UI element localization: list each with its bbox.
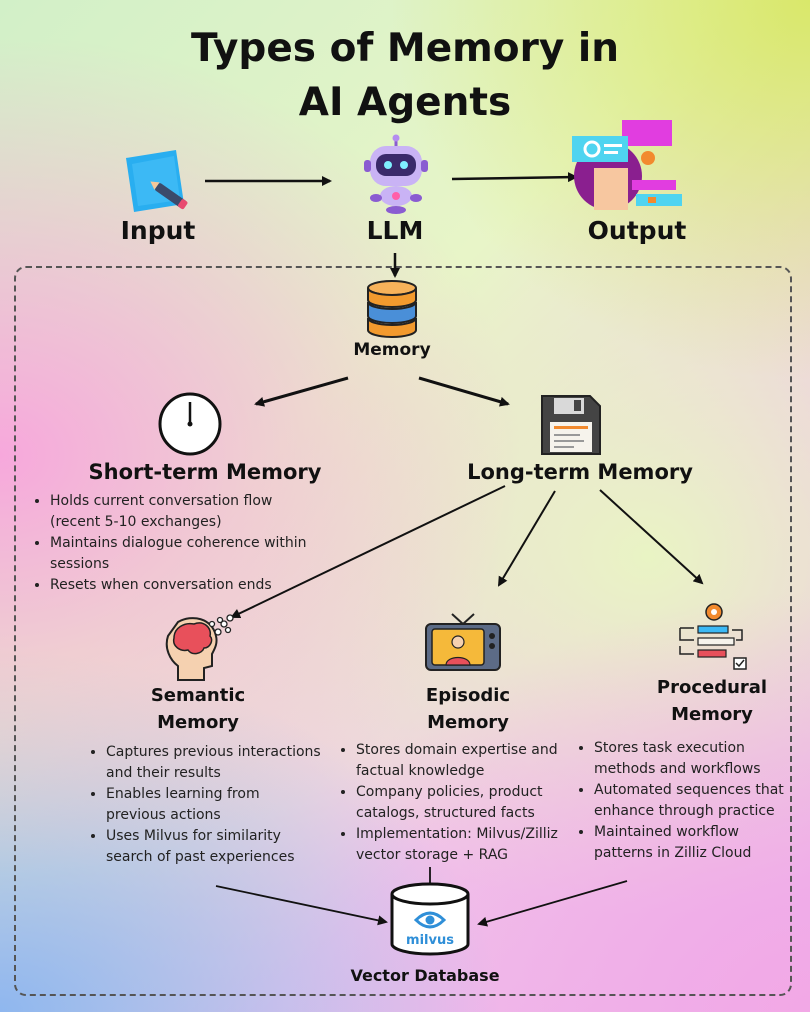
workflow-gear-icon xyxy=(679,603,747,670)
arrow-procedural-to-vector-db xyxy=(477,880,628,927)
semantic-memory-title: Semantic Memory xyxy=(120,682,276,736)
arrow-semantic-to-vector-db xyxy=(215,885,388,926)
semantic-bullet: Captures previous interactions xyxy=(106,742,366,763)
short-term-bullet: Resets when conversation ends xyxy=(50,575,350,596)
episodic-bullet-continuation: vector storage + RAG xyxy=(356,847,509,863)
procedural-bullet-continuation: methods and workflows xyxy=(594,761,761,777)
semantic-title-line-2: Memory xyxy=(157,712,239,733)
semantic-memory-list: Captures previous interactions and their… xyxy=(88,742,366,868)
short-term-bullet: Holds current conversation flow xyxy=(50,491,350,512)
short-term-memory-title: Short-term Memory xyxy=(88,460,322,484)
tv-icon xyxy=(425,613,501,671)
procedural-bullet: Maintained workflow xyxy=(594,822,810,843)
episodic-memory-title: Episodic Memory xyxy=(390,682,546,736)
episodic-bullet: Stores domain expertise and xyxy=(356,740,588,761)
episodic-bullet-continuation: catalogs, structured facts xyxy=(356,805,535,821)
title-line-1: Types of Memory in xyxy=(191,26,619,71)
episodic-bullet-continuation: factual knowledge xyxy=(356,763,485,779)
clock-icon xyxy=(158,392,222,456)
title-line-2: AI Agents xyxy=(298,80,512,125)
page-title: Types of Memory in AI Agents xyxy=(0,22,810,130)
milvus-logo-text: milvus xyxy=(406,933,454,948)
arrow-long-term-to-episodic xyxy=(497,490,556,587)
procedural-title-line-1: Procedural xyxy=(656,677,768,698)
arrow-long-term-to-procedural xyxy=(599,489,704,585)
arrow-long-term-to-semantic xyxy=(230,485,506,619)
vector-database-label: Vector Database xyxy=(350,966,500,985)
arrow-memory-to-long-term xyxy=(418,376,510,407)
semantic-bullet-continuation: search of past experiences xyxy=(106,849,295,865)
memory-label: Memory xyxy=(353,340,431,360)
procedural-bullet: Stores task execution xyxy=(594,738,810,759)
semantic-bullet-continuation: previous actions xyxy=(106,807,221,823)
episodic-bullet: Implementation: Milvus/Zilliz xyxy=(356,824,588,845)
brain-head-icon xyxy=(165,614,234,681)
llm-label: LLM xyxy=(366,216,424,245)
episodic-memory-list: Stores domain expertise and factual know… xyxy=(338,740,588,866)
procedural-bullet: Automated sequences that xyxy=(594,780,810,801)
procedural-bullet-continuation: patterns in Zilliz Cloud xyxy=(594,845,752,861)
floppy-disk-icon xyxy=(541,395,601,455)
short-term-bullet: Maintains dialogue coherence within xyxy=(50,533,350,554)
input-label: Input xyxy=(120,216,196,245)
semantic-title-line-1: Semantic xyxy=(150,685,246,706)
semantic-bullet: Enables learning from xyxy=(106,784,366,805)
database-icon xyxy=(367,280,417,338)
long-term-memory-title: Long-term Memory xyxy=(467,460,693,484)
memory-system-boundary xyxy=(14,266,792,996)
short-term-memory-list: Holds current conversation flow (recent … xyxy=(32,491,350,596)
episodic-title-line-2: Memory xyxy=(427,712,509,733)
procedural-title-line-2: Memory xyxy=(671,704,753,725)
episodic-title-line-1: Episodic xyxy=(425,685,511,706)
procedural-bullet-continuation: enhance through practice xyxy=(594,803,775,819)
arrow-memory-to-short-term xyxy=(254,376,349,407)
semantic-bullet: Uses Milvus for similarity xyxy=(106,826,366,847)
milvus-cylinder-icon: milvus xyxy=(390,882,470,956)
episodic-bullet: Company policies, product xyxy=(356,782,588,803)
output-label: Output xyxy=(587,216,687,245)
procedural-memory-title: Procedural Memory xyxy=(636,674,788,728)
output-dashboard-icon xyxy=(572,120,682,210)
procedural-memory-list: Stores task execution methods and workfl… xyxy=(576,738,810,864)
arrow-llm-to-output xyxy=(451,172,578,183)
robot-icon xyxy=(364,134,428,214)
short-term-bullet-continuation: (recent 5-10 exchanges) xyxy=(50,514,222,530)
notepad-pen-icon xyxy=(126,150,188,212)
short-term-bullet-continuation: sessions xyxy=(50,556,110,572)
semantic-bullet-continuation: and their results xyxy=(106,765,221,781)
